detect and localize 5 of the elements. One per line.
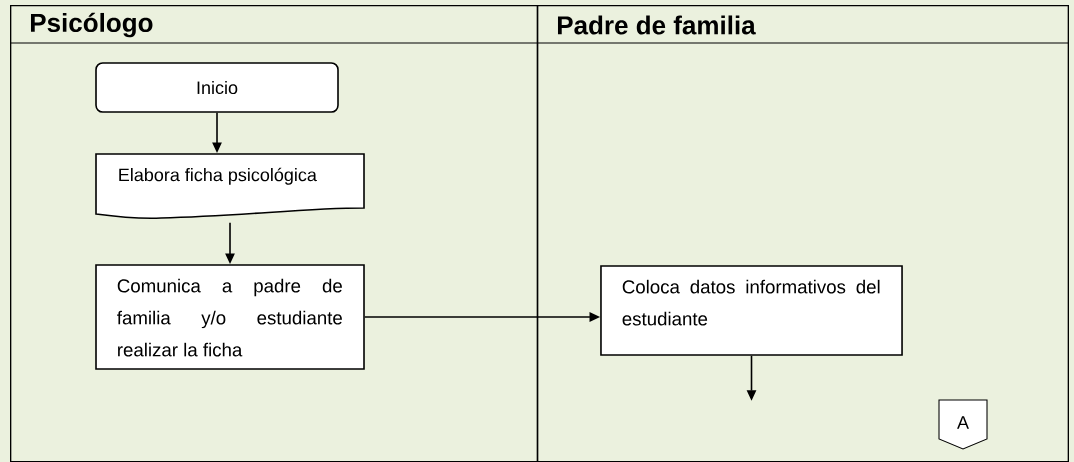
document-box: Elabora ficha psicológica [95,153,365,219]
process-box: Coloca datos informativos del estudiante [600,265,903,356]
process-box: Comunica a padre de familia y/o estudiante realizar la ficha [95,264,365,370]
off-page-connector: A [938,399,988,450]
start-terminal: Inicio [95,62,339,113]
